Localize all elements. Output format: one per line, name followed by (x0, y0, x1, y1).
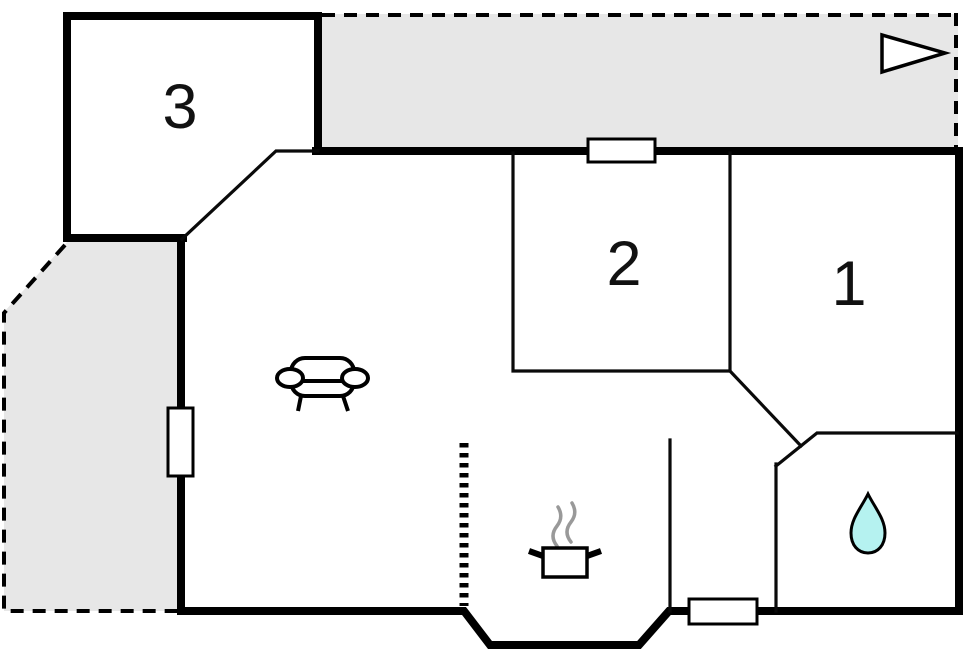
room-2-label: 2 (606, 229, 641, 299)
water-drop-icon (849, 490, 887, 555)
exterior-walls (63, 12, 963, 649)
terrace-top-area (318, 14, 958, 150)
north-arrow-icon (880, 32, 952, 75)
terrace-top-dashed-border (322, 13, 958, 147)
steam-pot-icon (527, 501, 603, 579)
terrace-left-area (4, 242, 181, 611)
room-1-label: 1 (831, 249, 866, 319)
window-bottom (687, 597, 759, 626)
steam-lines (551, 501, 577, 548)
windows (166, 137, 759, 626)
sofa-armrest-left (275, 367, 305, 389)
sofa-icon (275, 356, 370, 412)
pot-body (541, 546, 589, 579)
hall-diagonal-wall (727, 368, 804, 449)
window-top (586, 137, 657, 164)
room-3-inner-boundary (179, 149, 320, 242)
interior-walls (179, 149, 959, 613)
sofa-armrest-right (340, 367, 370, 389)
window-left (166, 406, 195, 478)
bathroom-walls (773, 431, 959, 613)
pot-handles (527, 548, 603, 559)
room-2-walls (511, 151, 732, 373)
top-and-right-walls (312, 147, 963, 615)
room-3-walls (63, 12, 322, 242)
room-3-label: 3 (162, 72, 197, 142)
sofa-legs (296, 395, 350, 412)
left-and-bottom-walls (177, 234, 696, 649)
terrace-left-dashed-border (2, 243, 177, 613)
terrace-dashed-borders (2, 13, 958, 613)
